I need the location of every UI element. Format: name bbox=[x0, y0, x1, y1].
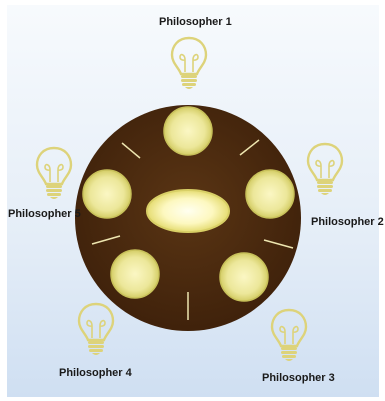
diagram-canvas bbox=[7, 5, 379, 397]
plate-philosopher-5 bbox=[82, 169, 132, 219]
lightbulb-icon-philosopher-1 bbox=[170, 36, 208, 91]
plate-philosopher-4 bbox=[110, 249, 160, 299]
plate-philosopher-1 bbox=[163, 106, 213, 156]
philosopher-label-3: Philosopher 3 bbox=[262, 372, 335, 384]
lightbulb-icon-philosopher-5 bbox=[35, 146, 73, 201]
lightbulb-icon-philosopher-2 bbox=[306, 142, 344, 197]
lightbulb-icon-philosopher-4 bbox=[77, 302, 115, 357]
chopstick-3 bbox=[263, 239, 294, 249]
lightbulb-icon-philosopher-3 bbox=[270, 308, 308, 363]
chopstick-2 bbox=[239, 139, 260, 156]
rice-bowl bbox=[146, 189, 230, 233]
philosopher-label-4: Philosopher 4 bbox=[59, 367, 132, 379]
plate-philosopher-3 bbox=[219, 252, 269, 302]
philosopher-label-5: Philosopher 5 bbox=[8, 208, 81, 220]
philosopher-label-1: Philosopher 1 bbox=[159, 16, 232, 28]
chopstick-5 bbox=[91, 235, 121, 245]
chopstick-1 bbox=[121, 142, 141, 159]
philosopher-label-2: Philosopher 2 bbox=[311, 216, 384, 228]
plate-philosopher-2 bbox=[245, 169, 295, 219]
